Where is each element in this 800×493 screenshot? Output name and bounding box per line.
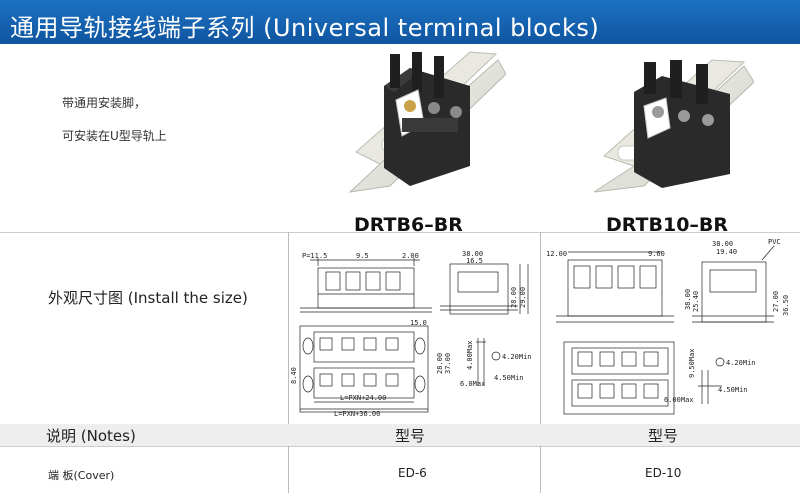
column-divider-1 <box>288 232 289 493</box>
dim-b: 2.00 <box>402 252 419 260</box>
dim-pitch: P=11.5 <box>302 252 327 260</box>
dim-a: 9.5 <box>356 252 369 260</box>
dim-r-h4: 36.50 <box>782 295 790 316</box>
page-header: 通用导轨接线端子系列 (Universal terminal blocks) <box>0 0 800 44</box>
intro-line-2: 可安装在U型导轨上 <box>62 129 167 143</box>
dim-r-m2: 6.00Max <box>664 396 694 404</box>
dim-r-pvc: PVC <box>768 238 781 246</box>
intro-line-1: 带通用安装脚， <box>62 96 147 110</box>
table-top-line <box>0 232 800 233</box>
cover-label: 端 板(Cover) <box>48 469 115 482</box>
dim-r-h3: 27.00 <box>772 291 780 312</box>
cover-value-left: ED-6 <box>398 466 427 480</box>
dim-c: 28.00 <box>436 353 444 374</box>
product-photo-drtb10 <box>593 59 754 193</box>
dim-h3: 15.0 <box>410 319 427 327</box>
dim-e: 8.40 <box>290 367 298 384</box>
dim-r-h2: 25.40 <box>692 291 700 312</box>
dim-m1: 4.00Max <box>466 340 474 370</box>
type-label-left: 型号 <box>395 427 426 445</box>
dim-r-b: 9.60 <box>648 250 665 258</box>
dim-r-a: 12.00 <box>546 250 567 258</box>
dim-d: 37.00 <box>444 353 452 374</box>
product-photo-drtb6 <box>348 51 506 193</box>
model-title-drtb10: DRTB10–BR <box>606 214 729 236</box>
dim-r-w1: 38.00 <box>712 240 733 248</box>
model-title-drtb6: DRTB6–BR <box>354 214 463 236</box>
notes-bottom-line <box>0 446 800 447</box>
type-label-right: 型号 <box>648 427 679 445</box>
cover-value-right: ED-10 <box>645 466 682 480</box>
notes-row <box>0 424 800 446</box>
dim-r-m1: 9.50Max <box>688 348 696 378</box>
notes-label: 说明 (Notes) <box>46 427 136 445</box>
dim-r-m3: 4.50Min <box>718 386 748 394</box>
dim-l2: L=PXN+36.00 <box>334 410 380 418</box>
dim-hole: 4.20Min <box>502 353 532 361</box>
dim-w1: 38.00 <box>462 250 483 258</box>
dim-r-hole: 4.20Min <box>726 359 756 367</box>
dimension-drawing-drtb6: P=11.5 9.5 2.00 38.00 16.5 15.0 28.00 29… <box>290 250 532 418</box>
dim-h2: 29.00 <box>519 287 527 308</box>
dimension-drawing-drtb10: 12.00 9.60 38.00 19.40 PVC 38.00 25.40 2… <box>546 238 790 415</box>
dim-r-h1: 38.00 <box>684 289 692 310</box>
dim-m3: 4.50Min <box>494 374 524 382</box>
column-divider-2 <box>540 232 541 493</box>
dim-m2: 6.0Max <box>460 380 485 388</box>
dim-w2: 16.5 <box>466 257 483 265</box>
install-size-label: 外观尺寸图 (Install the size) <box>48 289 248 307</box>
dim-r-w2: 19.40 <box>716 248 737 256</box>
dim-h1: 28.00 <box>510 287 518 308</box>
dim-l1: L=PXN+24.00 <box>340 394 386 402</box>
page-title: 通用导轨接线端子系列 (Universal terminal blocks) <box>10 14 600 42</box>
